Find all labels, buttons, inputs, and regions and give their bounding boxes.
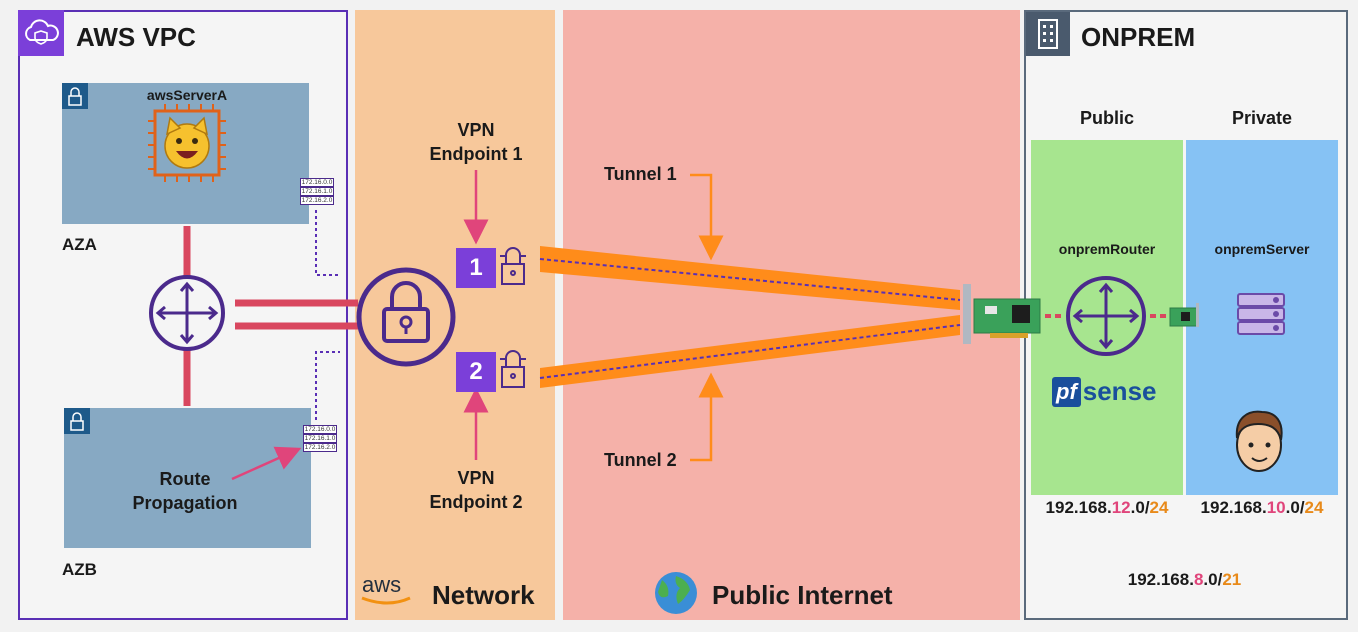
onprem-router-icon: [1066, 276, 1146, 356]
cidr-base: 192.168.: [1045, 498, 1112, 517]
pfsense-logo-sense: sense: [1082, 376, 1157, 406]
subnet-azb: [64, 408, 311, 548]
cidr-mask: 21: [1222, 570, 1242, 589]
private-subnet-label: Private: [1231, 108, 1293, 128]
cidr-mask: 24: [1304, 498, 1324, 517]
tunnel-1-label: Tunnel 1: [604, 164, 677, 184]
cidr-octet: 8: [1193, 570, 1204, 589]
route-prop-arrow: [231, 446, 302, 481]
route-entry: 172.16.1.0: [303, 434, 337, 443]
onprem-server-icon: [1237, 293, 1285, 335]
cidr-base: 192.168.: [1200, 498, 1267, 517]
globe-icon: [655, 572, 697, 614]
tunnel-2-label: Tunnel 2: [604, 450, 677, 470]
aza-label: AZA: [62, 235, 97, 254]
aws-smile-icon: [361, 596, 411, 605]
tunnel-1-line: [539, 258, 961, 301]
cidr-octet: 12: [1111, 498, 1131, 517]
tunnel-1-band: [540, 246, 960, 310]
public-internet-label: Public Internet: [712, 580, 893, 610]
summary-cidr: 192.168.8.0/21: [1031, 570, 1338, 590]
onprem-title: ONPREM: [1081, 22, 1196, 52]
vpn-endpoint-1-badge: 1: [456, 248, 496, 288]
route-entry: 172.16.0.0: [300, 178, 334, 187]
onprem-building-icon: [1026, 12, 1070, 56]
aws-logo-text: aws: [362, 572, 402, 597]
public-subnet-label: Public: [1079, 108, 1134, 128]
route-entry: 172.16.0.0: [303, 425, 337, 434]
tunnel-2-line: [539, 324, 961, 379]
azb-label: AZB: [62, 560, 97, 579]
route-propagation-label: Route Propagation: [132, 469, 238, 513]
onprem-small-nic-icon: [1169, 303, 1199, 327]
aws-server-label: awsServerA: [146, 87, 228, 103]
route-table-b: 172.16.0.0 172.16.1.0 172.16.2.0: [303, 425, 337, 452]
person-avatar-icon: [1235, 410, 1283, 472]
tunnel1-arrow: [690, 173, 724, 261]
route-prop-line-b: [315, 351, 340, 420]
route-entry: 172.16.2.0: [300, 196, 334, 205]
private-cidr: 192.168.10.0/24: [1186, 498, 1338, 518]
vpc-title: AWS VPC: [76, 22, 196, 52]
public-internet-panel: [563, 10, 1020, 620]
route-entry: 172.16.1.0: [300, 187, 334, 196]
onprem-server-label: onpremServer: [1214, 241, 1310, 257]
pfsense-logo: pf sense: [1052, 376, 1157, 407]
network-label: Network: [432, 580, 535, 610]
cidr-mid: .0/: [1285, 498, 1305, 517]
vpc-cloud-icon: [18, 10, 64, 56]
vpn-endpoint-2-badge: 2: [456, 352, 496, 392]
endpoint2-lock-icon: [500, 350, 526, 388]
aws-router-icon: [149, 275, 225, 351]
subnet-azb-lock-badge: [64, 408, 90, 434]
route-prop-line-a: [315, 210, 340, 276]
cidr-octet: 10: [1266, 498, 1286, 517]
cidr-base: 192.168.: [1127, 570, 1194, 589]
pfsense-logo-pf: pf: [1052, 376, 1081, 407]
onprem-router-label: onpremRouter: [1058, 241, 1156, 257]
vpn-gateway-lock-icon: [356, 267, 456, 367]
aws-server-chip-icon: [148, 104, 226, 182]
route-table-a: 172.16.0.0 172.16.1.0 172.16.2.0: [300, 178, 334, 205]
public-cidr: 192.168.12.0/24: [1031, 498, 1183, 518]
route-entry: 172.16.2.0: [303, 443, 337, 452]
subnet-aza-lock-badge: [62, 83, 88, 109]
vpn-endpoint-1-label: VPN Endpoint 1: [429, 120, 523, 164]
cidr-mask: 24: [1149, 498, 1169, 517]
endpoint1-lock-icon: [500, 247, 526, 285]
tunnel2-arrow: [690, 372, 724, 462]
cidr-mid: .0/: [1203, 570, 1223, 589]
onprem-nic-icon: [963, 284, 1041, 344]
cidr-mid: .0/: [1130, 498, 1150, 517]
vpn-endpoint-2-label: VPN Endpoint 2: [429, 468, 523, 512]
